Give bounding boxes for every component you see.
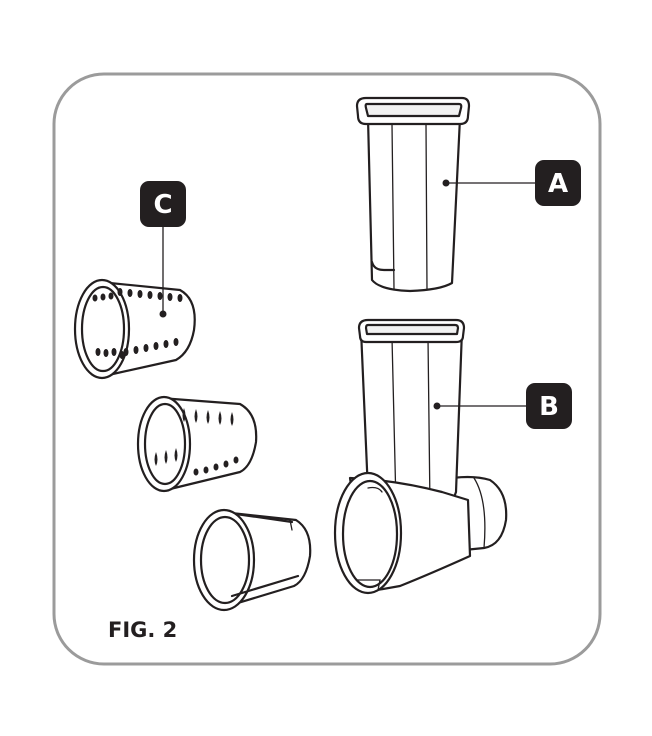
label-c-badge: C bbox=[140, 181, 186, 227]
part-b-housing bbox=[333, 318, 527, 595]
figure-caption: FIG. 2 bbox=[108, 618, 177, 642]
drum-middle bbox=[136, 395, 258, 493]
drum-top bbox=[73, 225, 196, 380]
label-c-text: C bbox=[153, 190, 172, 220]
label-a-badge: A bbox=[535, 160, 581, 206]
label-b-badge: B bbox=[526, 383, 572, 429]
label-a-text: A bbox=[548, 169, 568, 199]
part-a-food-pusher bbox=[355, 96, 536, 293]
label-b-text: B bbox=[539, 392, 559, 422]
drum-bottom bbox=[192, 508, 312, 612]
part-c-drums bbox=[73, 225, 312, 612]
